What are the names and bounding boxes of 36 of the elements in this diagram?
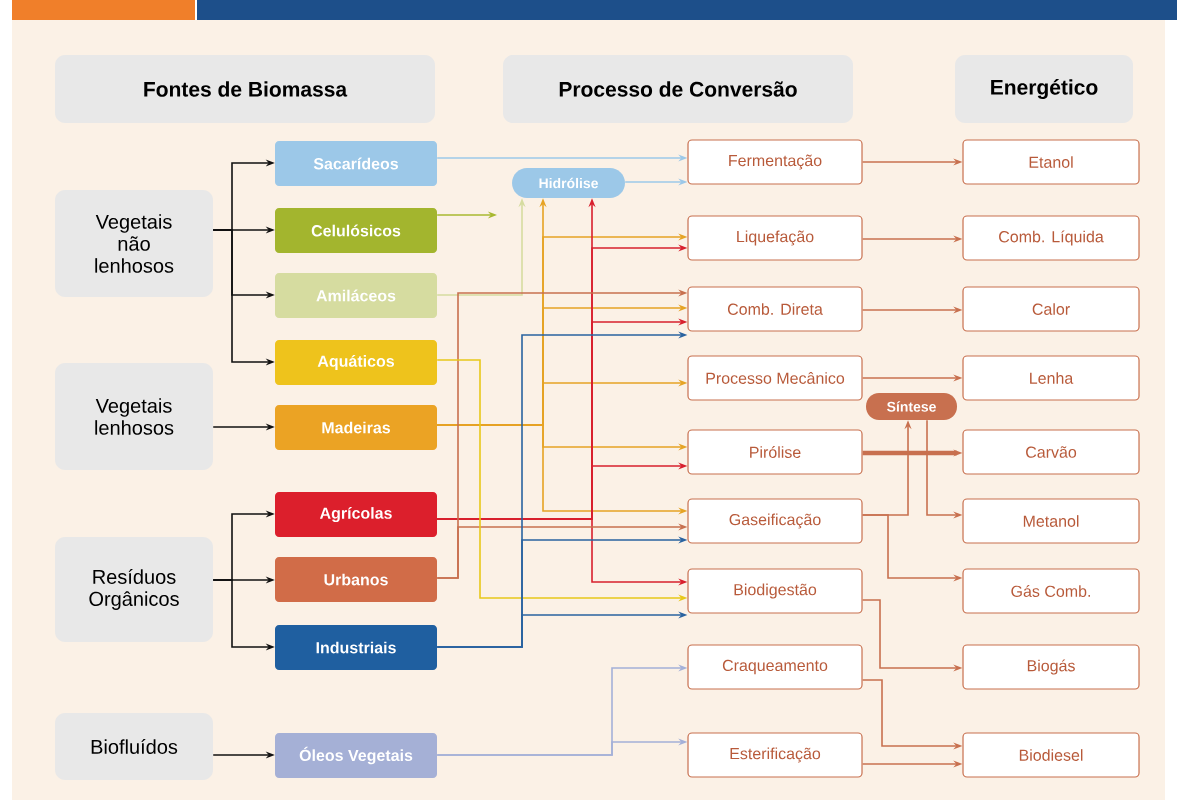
process-box: Comb. Líquida bbox=[962, 215, 1140, 261]
process-box: Calor bbox=[962, 286, 1140, 332]
category-box: Vegetais não lenhosos bbox=[55, 190, 213, 297]
process-box: Esterificação bbox=[687, 732, 863, 778]
process-box: Etanol bbox=[962, 139, 1140, 185]
process-box: Lenha bbox=[962, 355, 1140, 401]
process-box: Biodiesel bbox=[962, 732, 1140, 778]
source-box: Agrícolas bbox=[275, 492, 437, 537]
process-box: Metanol bbox=[962, 498, 1140, 544]
process-box: Biogás bbox=[962, 644, 1140, 690]
process-pill: Hidrólise bbox=[512, 168, 625, 198]
source-box: Sacarídeos bbox=[275, 141, 437, 186]
process-box: Pirólise bbox=[687, 429, 863, 475]
process-box: Liquefação bbox=[687, 215, 863, 261]
process-box: Gaseificação bbox=[687, 498, 863, 544]
category-box: Vegetais lenhosos bbox=[55, 363, 213, 470]
column-header: Fontes de Biomassa bbox=[55, 55, 435, 123]
process-box: Comb. Direta bbox=[687, 286, 863, 332]
category-box: Biofluídos bbox=[55, 713, 213, 780]
source-box: Madeiras bbox=[275, 405, 437, 450]
column-header: Processo de Conversão bbox=[503, 55, 853, 123]
source-box: Industriais bbox=[275, 625, 437, 670]
process-box: Fermentação bbox=[687, 139, 863, 185]
column-header: Energético bbox=[955, 55, 1133, 123]
process-box: Carvão bbox=[962, 429, 1140, 475]
process-box: Craqueamento bbox=[687, 644, 863, 690]
process-pill: Síntese bbox=[866, 393, 957, 420]
process-box: Biodigestão bbox=[687, 568, 863, 614]
source-box: Aquáticos bbox=[275, 340, 437, 385]
process-box: Processo Mecânico bbox=[687, 355, 863, 401]
source-box: Celulósicos bbox=[275, 208, 437, 253]
source-box: Urbanos bbox=[275, 557, 437, 602]
source-box: Óleos Vegetais bbox=[275, 733, 437, 778]
category-box: Resíduos Orgânicos bbox=[55, 537, 213, 642]
source-box: Amiláceos bbox=[275, 273, 437, 318]
process-box: Gás Comb. bbox=[962, 568, 1140, 614]
